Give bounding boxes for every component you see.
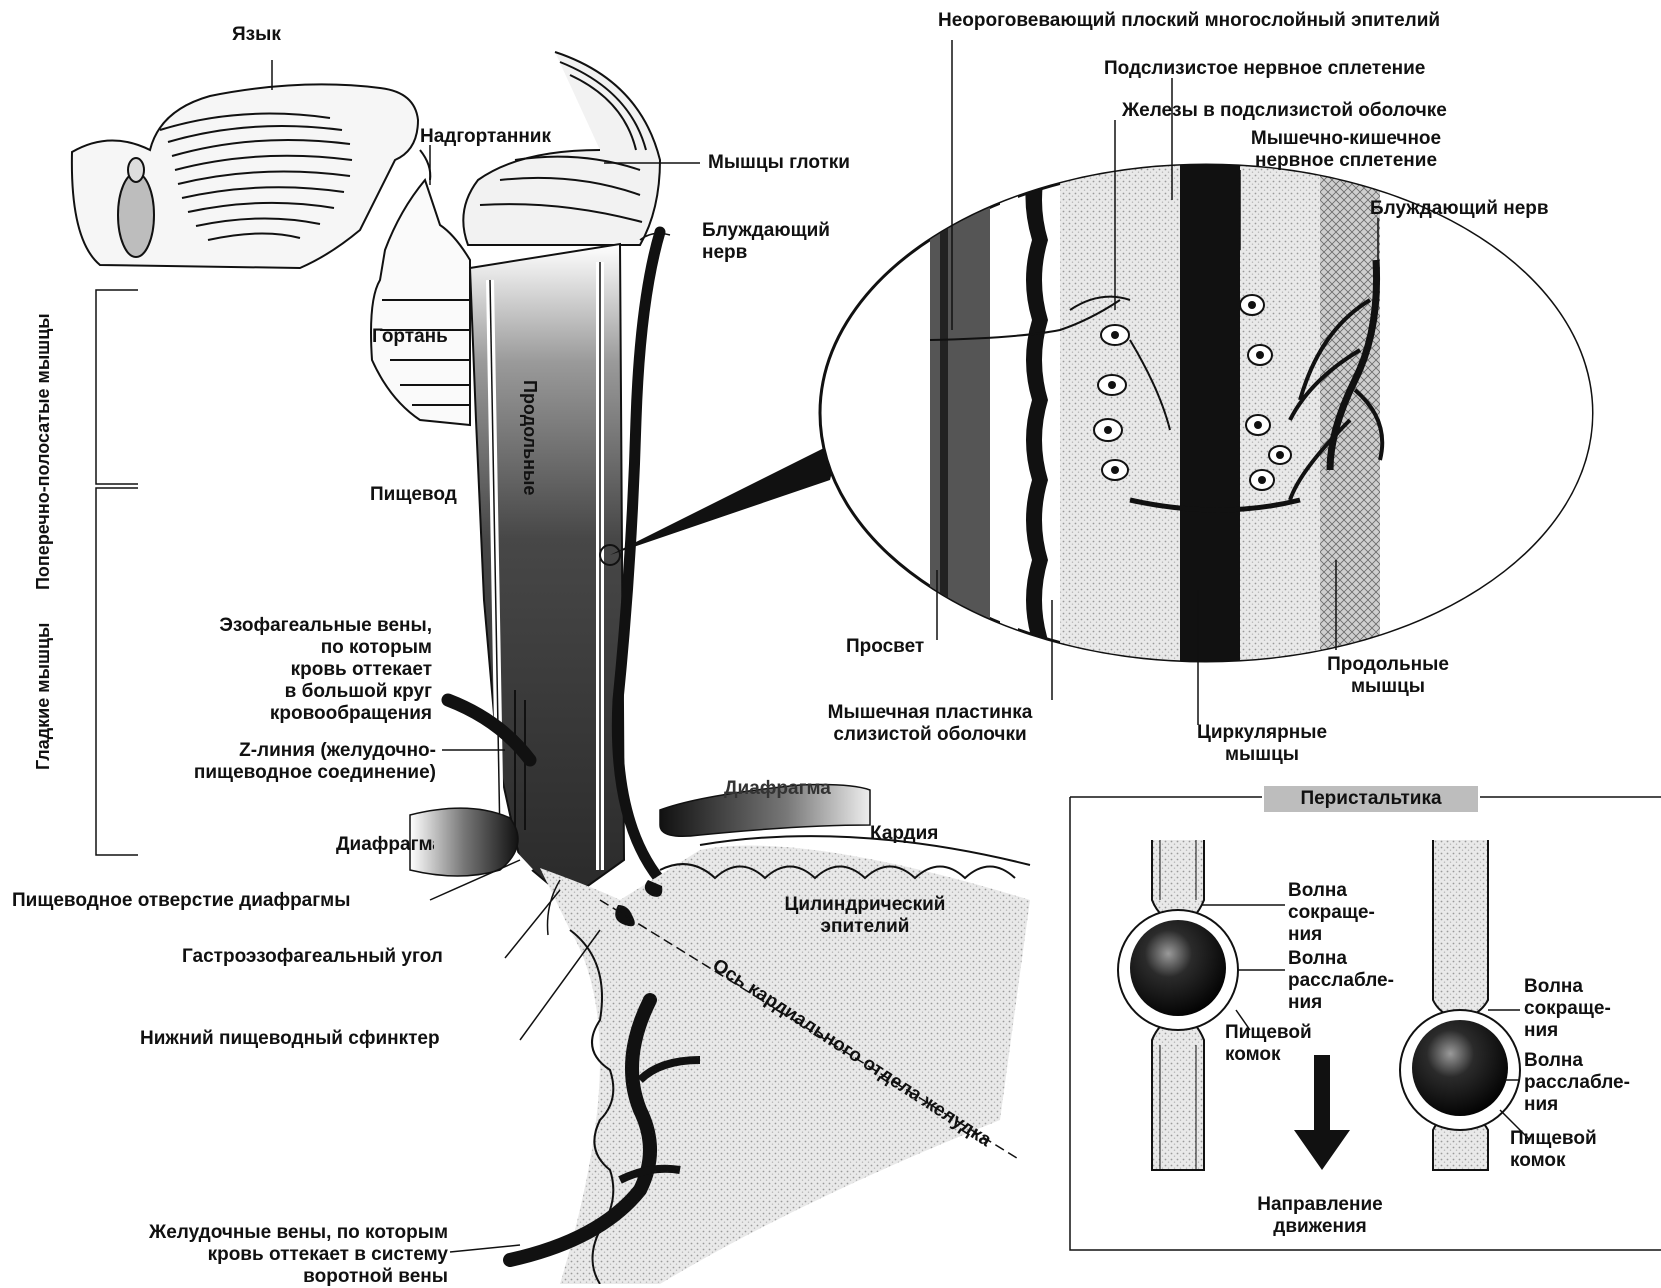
label-pharynx-muscles: Мышцы глотки xyxy=(708,152,850,174)
label-circular-muscles: Циркулярные мышцы xyxy=(1176,722,1348,766)
label-food-bolus-1: Пищевой комок xyxy=(1225,1022,1312,1066)
esophagus-tube xyxy=(470,244,624,900)
label-relaxation-wave-1: Волна расслабле- ния xyxy=(1288,948,1394,1014)
label-submucosal-plexus: Подслизистое нервное сплетение xyxy=(1104,58,1425,80)
label-larynx: Гортань xyxy=(372,326,448,348)
label-lower-sphincter: Нижний пищеводный сфинктер xyxy=(140,1028,440,1050)
label-esophagus: Пищевод xyxy=(370,484,457,506)
label-myenteric-plexus: Мышечно-кишечное нервное сплетение xyxy=(1220,128,1472,172)
label-direction: Направление движения xyxy=(1210,1194,1430,1238)
label-muscularis-mucosae: Мышечная пластинка слизистой оболочки xyxy=(792,702,1068,746)
striated-bracket xyxy=(96,290,138,484)
label-columnar-epithelium: Цилиндрический эпителий xyxy=(760,894,970,938)
zoom-wedge xyxy=(610,440,840,555)
label-cardia: Кардия xyxy=(870,823,938,845)
label-z-line: Z-линия (желудочно- пищеводное соединени… xyxy=(120,740,436,784)
label-tongue: Язык xyxy=(232,24,281,46)
label-hiatus: Пищеводное отверстие диафрагмы xyxy=(12,890,350,912)
label-smooth-muscles: Гладкие мышцы xyxy=(33,623,54,770)
label-nonkeratinized-epithelium: Неороговевающий плоский многослойный эпи… xyxy=(938,10,1440,32)
label-striated-muscles: Поперечно-полосатые мышцы xyxy=(33,313,54,590)
label-epiglottis: Надгортанник xyxy=(420,126,551,148)
label-gastroesophageal-angle: Гастроэзофагеальный угол xyxy=(182,946,443,968)
larynx-shape xyxy=(371,150,470,425)
label-vagus-right: Блуждающий нерв xyxy=(1370,198,1549,220)
label-esophageal-veins: Эзофагеальные вены, по которым кровь отт… xyxy=(150,615,432,725)
label-contraction-wave-2: Волна сокраще- ния xyxy=(1524,976,1611,1042)
label-food-bolus-2: Пищевой комок xyxy=(1510,1128,1597,1172)
label-vagus-left-1: Блуждающий xyxy=(702,220,830,242)
label-longitudinal-muscles: Продольные мышцы xyxy=(1318,654,1458,698)
label-submucosal-glands: Железы в подслизистой оболочке xyxy=(1122,100,1447,122)
label-lumen: Просвет xyxy=(846,636,924,658)
pharynx-muscle-shape xyxy=(463,52,660,245)
smooth-bracket xyxy=(96,488,138,855)
label-vagus-left-2: нерв xyxy=(702,242,747,264)
label-gastric-veins: Желудочные вены, по которым кровь оттека… xyxy=(60,1222,448,1288)
label-diaphragm-right: Диафрагма xyxy=(724,778,864,800)
label-diaphragm-left: Диафрагма xyxy=(336,834,434,856)
tongue-shape xyxy=(72,84,418,268)
label-longitudinal-vertical: Продольные xyxy=(519,380,540,495)
label-contraction-wave-1: Волна сокраще- ния xyxy=(1288,880,1375,946)
label-relaxation-wave-2: Волна расслабле- ния xyxy=(1524,1050,1630,1116)
peristalsis-title: Перистальтика xyxy=(1264,786,1478,812)
